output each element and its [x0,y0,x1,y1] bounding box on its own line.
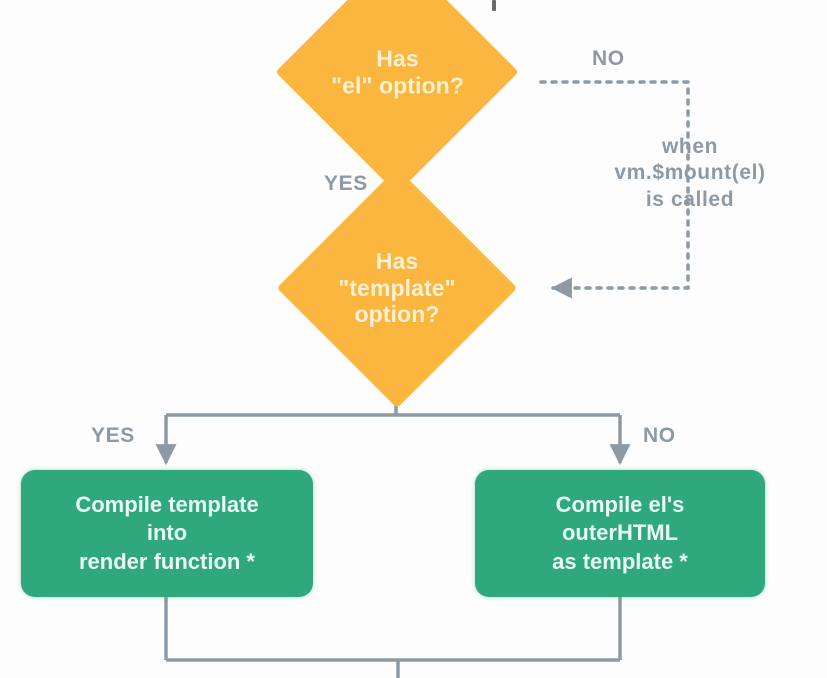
decision-has-el-option-label: Has "el" option? [330,45,464,98]
frame-edge-tick [492,0,496,11]
edge-merge-bus [164,597,622,678]
edge-label-el-no: NO [592,47,625,70]
edge-label-template-yes: YES [91,424,135,447]
decision-has-template-option-label: Has "template" option? [338,247,456,328]
process-compile-el-outerhtml-as-template[interactable]: Compile el's outerHTML as template * [475,470,765,597]
annotation-mount-called: when vm.$mount(el) is called [614,135,766,211]
decision-has-el-option[interactable]: Has "el" option? [275,0,519,194]
process-compile-template-into-render-function[interactable]: Compile template into render function * [21,470,313,597]
edge-label-template-no: NO [643,424,676,447]
decision-has-template-option[interactable]: Has "template" option? [276,167,518,409]
edge-label-el-yes: YES [324,172,368,195]
